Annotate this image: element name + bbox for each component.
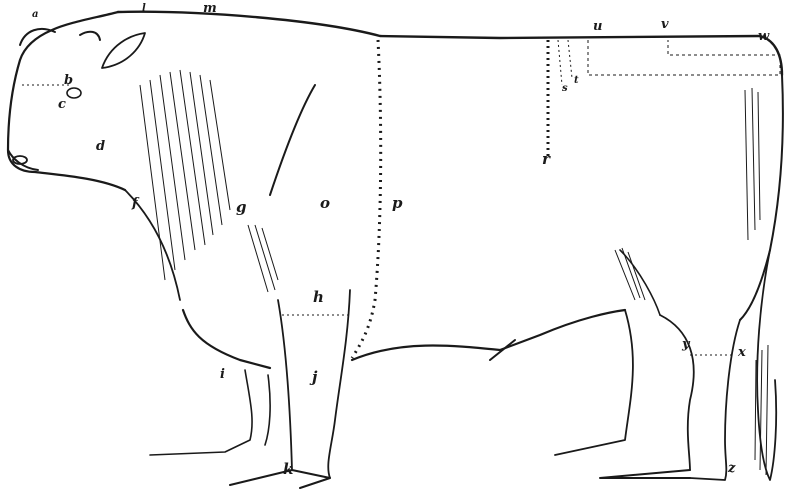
ear (102, 33, 145, 68)
label-z: z (728, 462, 735, 475)
shoulder-curve (270, 85, 315, 195)
near-hindleg-back (690, 320, 740, 480)
horn-right (80, 32, 100, 40)
u-dashed-box (588, 40, 780, 75)
flank-shading (615, 248, 645, 300)
back-line (118, 12, 782, 75)
label-t: t (574, 76, 579, 86)
near-foreleg-back (328, 290, 350, 478)
rump-line (740, 75, 783, 320)
label-b: b (64, 74, 73, 87)
label-u: u (593, 20, 602, 33)
near-foreleg-front (278, 300, 292, 470)
label-j: j (312, 370, 317, 385)
label-r: r (542, 152, 550, 167)
belly-line (352, 310, 625, 360)
label-s: s (562, 84, 568, 94)
label-v: v (661, 18, 669, 31)
rump-shading (745, 88, 760, 240)
label-m: m (203, 2, 217, 15)
s-dotted-line (558, 40, 562, 85)
label-c: c (58, 98, 66, 111)
t-dotted-line (568, 40, 572, 78)
near-forehoof (230, 470, 330, 488)
eye (67, 88, 81, 98)
chest-line (183, 310, 270, 368)
label-g: g (236, 200, 247, 215)
label-o: o (320, 196, 330, 211)
hind-hoof (600, 470, 690, 478)
far-foreleg (150, 370, 270, 455)
neck-shading (140, 70, 230, 280)
label-f: f (132, 197, 138, 210)
label-l: l (142, 4, 146, 14)
spine-dotted-line (352, 40, 381, 358)
label-y: y (682, 338, 690, 351)
label-a: a (32, 10, 38, 20)
label-k: k (283, 462, 293, 477)
label-w: w (758, 30, 769, 43)
far-hindleg (555, 310, 633, 455)
label-p: p (392, 196, 403, 211)
label-d: d (96, 140, 105, 153)
label-i: i (220, 368, 225, 381)
label-h: h (313, 290, 324, 305)
label-x: x (738, 346, 746, 359)
shoulder-shading (248, 225, 278, 292)
